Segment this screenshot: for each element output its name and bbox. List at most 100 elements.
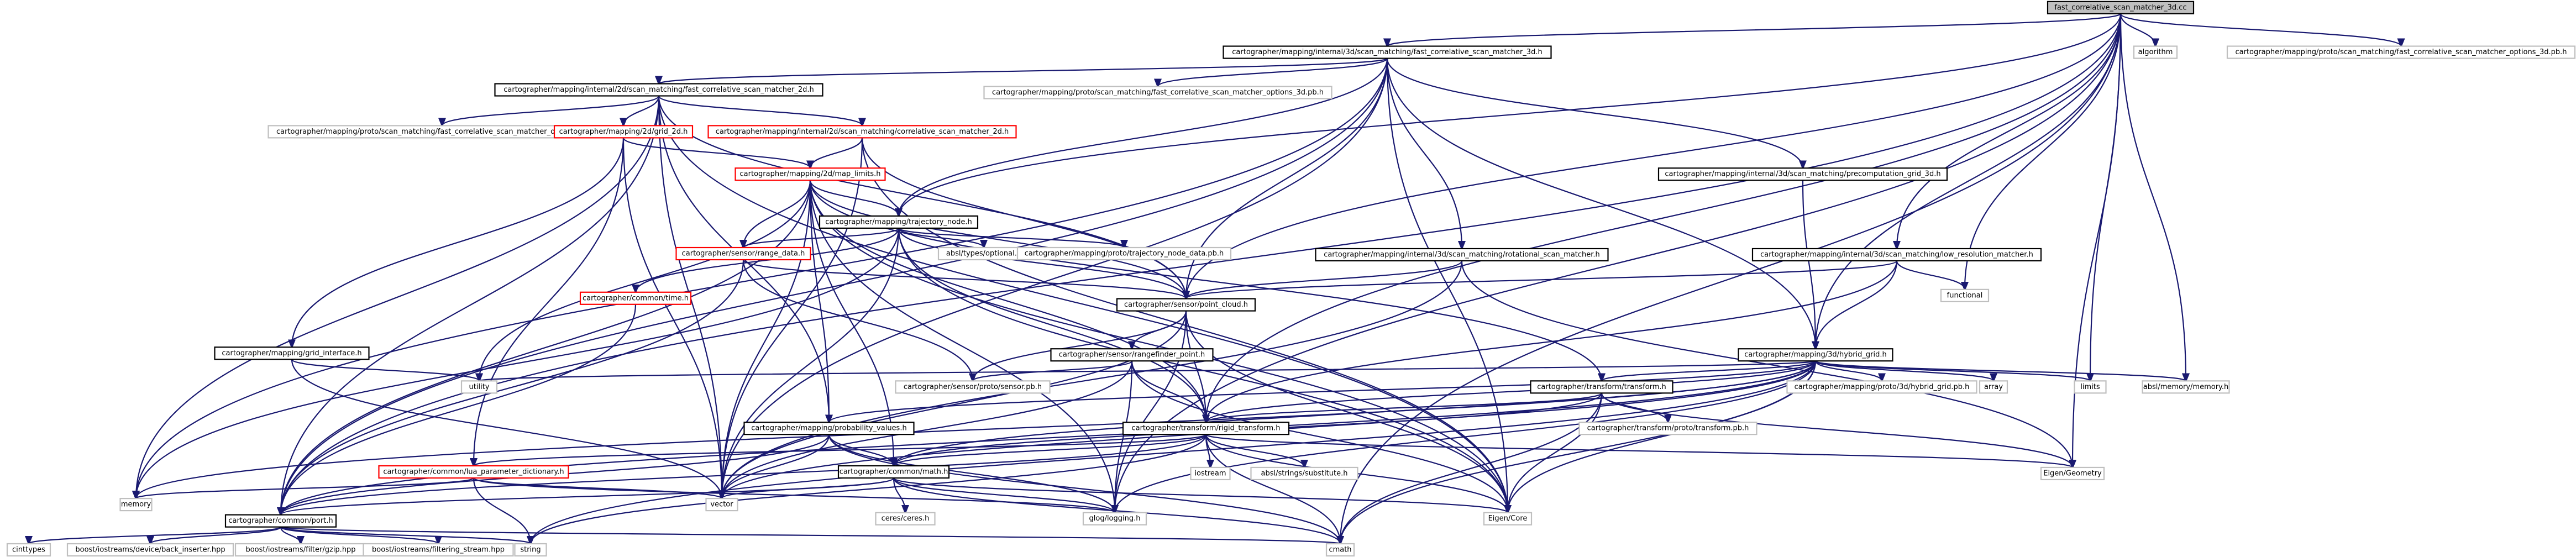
node-label: cartographer/mapping/internal/2d/scan_ma…: [716, 128, 1009, 136]
edge-pointcloud-to-glog: [1115, 311, 1187, 513]
node-box: [1250, 466, 1358, 481]
graph-node-maplimits[interactable]: cartographer/mapping/2d/map_limits.h: [734, 167, 886, 181]
graph-node-pointcloud[interactable]: cartographer/sensor/point_cloud.h: [1116, 298, 1256, 312]
node-box: [983, 86, 1332, 99]
node-label: Eigen/Core: [1488, 514, 1528, 523]
edge-grid2d-to-luadict: [474, 138, 625, 466]
node-label: cartographer/mapping/proto/scan_matching…: [992, 88, 1324, 97]
edge-hybridgrid-to-cmath: [1340, 361, 1817, 544]
node-box: [895, 380, 1051, 394]
edge-trajnode-to-abseil-optional: [898, 228, 984, 248]
graph-node-hybridgrid[interactable]: cartographer/mapping/3d/hybrid_grid.h: [1738, 348, 1893, 362]
edge-rangedata-to-pointcloud: [742, 259, 1186, 299]
graph-node-grid2d[interactable]: cartographer/mapping/2d/grid_2d.h: [553, 125, 694, 139]
edge-hybridgrid-to-proto-hybridgrid: [1814, 360, 1882, 381]
edge-trajnode-to-memory: [136, 228, 900, 498]
node-box: [734, 167, 886, 181]
edge-fcsm2d-h-to-eigencore: [658, 96, 1508, 513]
node-label: cartographer/mapping/internal/3d/scan_ma…: [1324, 250, 1600, 259]
edge-rfpoint-to-eigencore: [1131, 361, 1508, 512]
node-label: cartographer/common/time.h: [583, 294, 689, 302]
edge-fcsm2d-h-to-csm2d: [658, 95, 862, 126]
graph-node-luadict[interactable]: cartographer/common/lua_parameter_dictio…: [378, 465, 569, 479]
node-box: [2142, 380, 2230, 394]
node-label: cartographer/mapping/proto/scan_matching…: [2236, 48, 2567, 56]
node-box: [2047, 1, 2195, 14]
node-label: limits: [2080, 383, 2100, 391]
graph-node-rotscan[interactable]: cartographer/mapping/internal/3d/scan_ma…: [1315, 248, 1609, 262]
node-label: utility: [469, 383, 490, 391]
graph-node-port[interactable]: cartographer/common/port.h: [224, 514, 337, 528]
graph-node-gridinterface[interactable]: cartographer/mapping/grid_interface.h: [214, 346, 370, 360]
graph-node-root[interactable]: fast_correlative_scan_matcher_3d.cc: [2047, 1, 2195, 14]
edge-root-to-lowres: [1897, 13, 2122, 249]
graph-node-rangedata[interactable]: cartographer/sensor/range_data.h: [675, 246, 811, 261]
edge-fcsm3d-h-to-pgrid3d: [1386, 58, 1803, 169]
graph-node-rigid[interactable]: cartographer/transform/rigid_transform.h: [1122, 422, 1290, 435]
graph-node-abseil-optional: absl/types/optional.h: [937, 246, 1030, 261]
node-label: vector: [710, 501, 733, 509]
edge-trajnode-to-proto-trajnode: [898, 227, 1124, 248]
graph-node-absl-subst: absl/strings/substitute.h: [1250, 466, 1358, 481]
node-label: boost/iostreams/filter/gzip.hpp: [245, 546, 355, 554]
edge-csm2d-to-vector: [722, 138, 863, 498]
edge-root-to-algorithm: [2119, 13, 2155, 46]
node-label: cartographer/mapping/proto/3d/hybrid_gri…: [1795, 383, 1970, 391]
graph-node-transform[interactable]: cartographer/transform/transform.h: [1530, 380, 1673, 394]
node-label: absl/types/optional.h: [946, 250, 1021, 258]
graph-node-filterstream: boost/iostreams/filtering_stream.hpp: [363, 543, 514, 557]
edge-root-to-eigengeom: [2073, 13, 2122, 467]
node-box: [1016, 246, 1232, 261]
edge-lowres-to-hybridgrid: [1816, 260, 1898, 349]
node-box: [119, 497, 153, 512]
edge-rotscan-to-pointcloud: [1186, 260, 1463, 299]
graph-node-fcsm3d-h[interactable]: cartographer/mapping/internal/3d/scan_ma…: [1223, 45, 1552, 59]
edge-root-to-fcsm3d-h: [1387, 13, 2122, 46]
nodes-layer: fast_correlative_scan_matcher_3d.cccarto…: [6, 1, 2576, 557]
graph-node-algorithm: algorithm: [2133, 45, 2178, 59]
graph-node-absl-memory: absl/memory/memory.h: [2142, 380, 2230, 394]
edge-fcsm3d-h-to-hybridgrid: [1386, 58, 1816, 349]
graph-node-trajnode[interactable]: cartographer/mapping/trajectory_node.h: [819, 215, 979, 229]
edge-grid2d-to-maplimits: [622, 137, 810, 168]
graph-node-lowres[interactable]: cartographer/mapping/internal/3d/scan_ma…: [1751, 248, 2042, 262]
edge-root-to-glog: [1115, 13, 2122, 513]
edge-trajnode-to-rangedata: [743, 227, 900, 248]
edge-port-to-filterstream: [280, 526, 438, 544]
edge-rigid-to-string: [531, 434, 1207, 544]
edge-time-to-port: [281, 304, 637, 515]
graph-node-fcsm2d-h[interactable]: cartographer/mapping/internal/2d/scan_ma…: [494, 83, 823, 97]
graph-node-probvalues[interactable]: cartographer/mapping/probability_values.…: [743, 422, 915, 435]
edge-hybridgrid-to-probvalues: [829, 360, 1817, 422]
edge-gridinterface-to-vector: [291, 359, 722, 498]
edge-hybridgrid-to-transform: [1602, 360, 1817, 381]
edge-fcsm3d-h-to-eigencore: [1386, 58, 1508, 513]
edge-root-to-cmath: [1340, 13, 2122, 544]
node-box: [214, 346, 370, 360]
node-label: array: [1984, 383, 2003, 391]
edge-luadict-to-string: [473, 477, 531, 544]
node-label: cartographer/mapping/3d/hybrid_grid.h: [1744, 351, 1887, 359]
graph-node-rfpoint[interactable]: cartographer/sensor/rangefinder_point.h: [1050, 348, 1214, 362]
graph-node-time[interactable]: cartographer/common/time.h: [579, 291, 692, 305]
node-label: cartographer/mapping/internal/3d/scan_ma…: [1232, 48, 1542, 56]
graph-node-eigencore: Eigen/Core: [1483, 512, 1533, 526]
edge-lowres-to-pointcloud: [1186, 260, 1898, 299]
edge-rigid-to-eigengeom: [1205, 434, 2073, 467]
graph-node-cinttypes: cinttypes: [6, 543, 51, 557]
node-box: [1050, 348, 1214, 362]
node-box: [224, 514, 337, 528]
graph-node-csm2d[interactable]: cartographer/mapping/internal/2d/scan_ma…: [707, 125, 1017, 139]
edge-gridinterface-to-utility: [291, 359, 479, 381]
edge-fcsm2d-h-to-grid2d: [623, 96, 660, 126]
edge-csm2d-to-maplimits: [810, 138, 863, 168]
graph-node-pgrid3d[interactable]: cartographer/mapping/internal/3d/scan_ma…: [1657, 167, 1948, 181]
node-label: cartographer/mapping/internal/3d/scan_ma…: [1760, 250, 2033, 259]
node-label: ceres/ceres.h: [882, 514, 930, 523]
node-label: cmath: [1329, 546, 1351, 554]
graph-node-cmath-h[interactable]: cartographer/common/math.h: [837, 465, 950, 479]
node-box: [705, 497, 738, 512]
edge-cmath-h-to-eigencore: [893, 477, 1508, 513]
node-label: cartographer/common/port.h: [228, 517, 333, 525]
